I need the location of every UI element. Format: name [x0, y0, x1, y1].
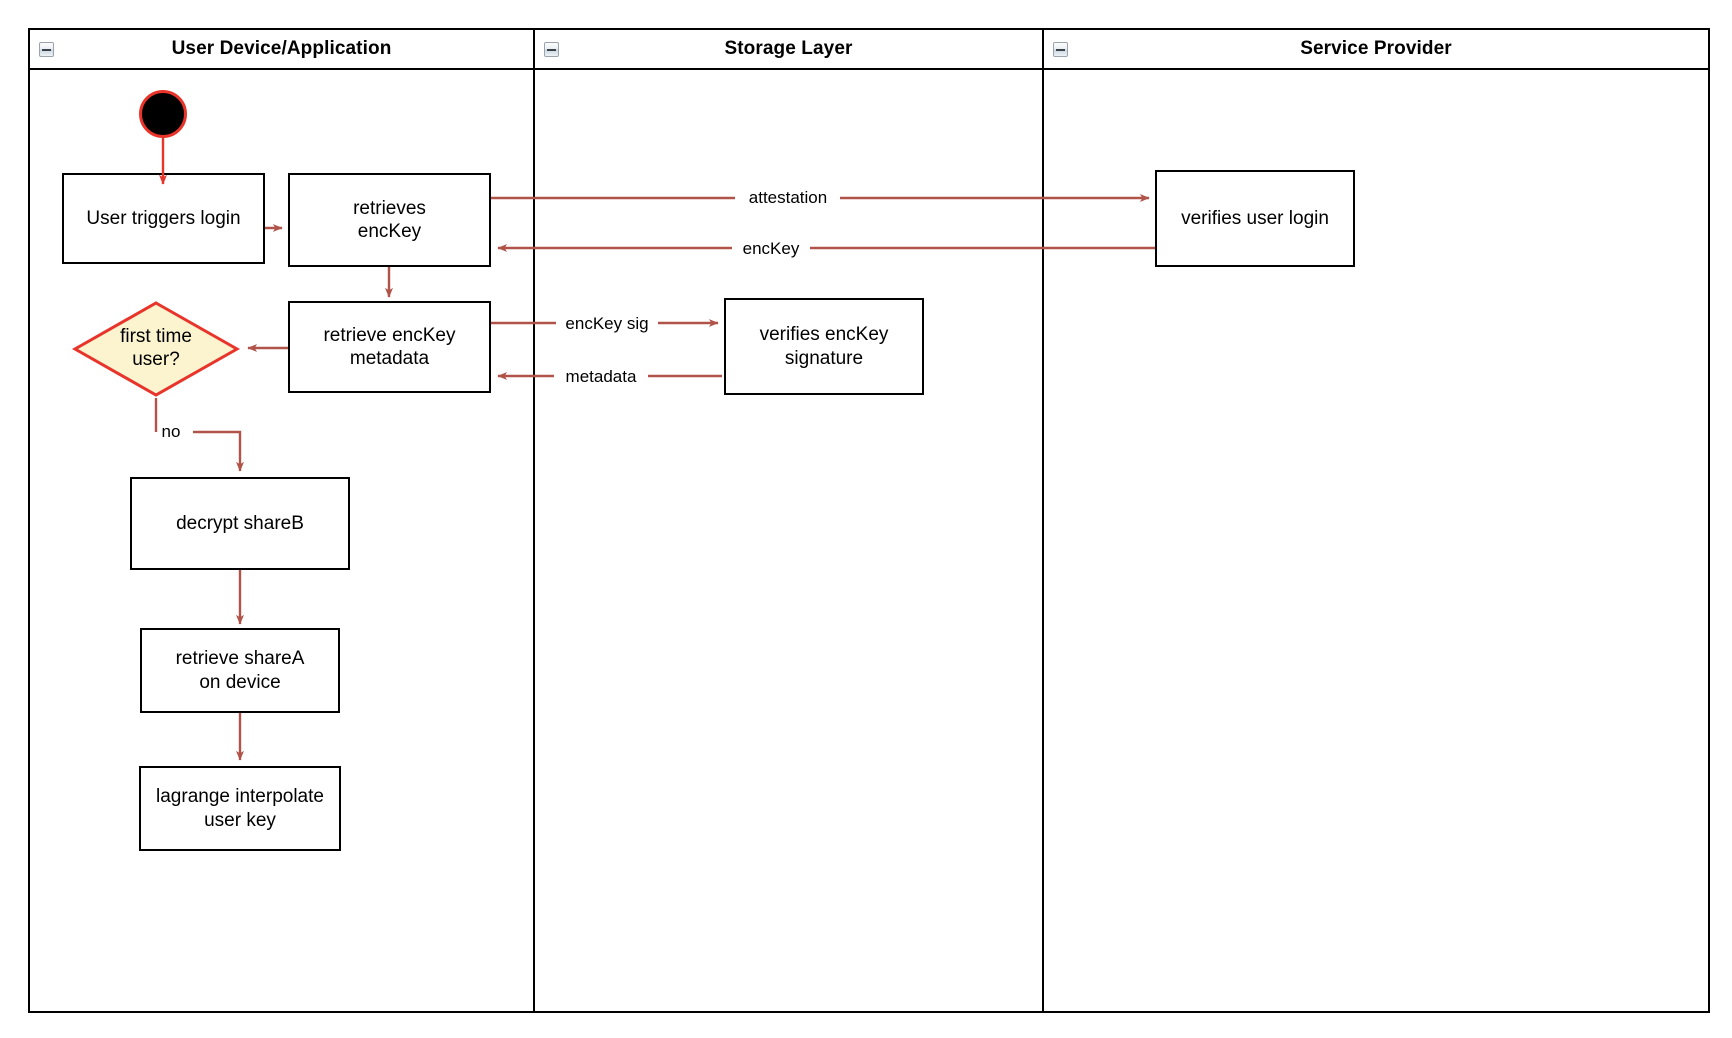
node-retrieves-enckey[interactable]: retrieves encKey — [288, 173, 491, 267]
lane-title-storage-layer: Storage Layer — [724, 38, 853, 59]
node-decrypt-shareb[interactable]: decrypt shareB — [130, 477, 350, 570]
collapse-minus-icon[interactable] — [544, 42, 559, 57]
decision-label: first time user? — [120, 326, 192, 370]
edge-label-no: no — [158, 422, 184, 442]
node-lagrange-interpolate[interactable]: lagrange interpolate user key — [139, 766, 341, 851]
collapse-minus-icon[interactable] — [39, 42, 54, 57]
node-retrieve-enckey-metadata[interactable]: retrieve encKey metadata — [288, 301, 491, 393]
node-user-triggers-login[interactable]: User triggers login — [62, 173, 265, 264]
lane-header-storage-layer: Storage Layer — [535, 30, 1042, 70]
lane-storage-layer: Storage Layer — [533, 30, 1042, 1011]
node-verifies-user-login[interactable]: verifies user login — [1155, 170, 1355, 267]
start-node — [139, 90, 187, 138]
node-verifies-enckey-signature[interactable]: verifies encKey signature — [724, 298, 924, 395]
node-retrieve-sharea[interactable]: retrieve shareA on device — [140, 628, 340, 713]
edge-label-attestation: attestation — [745, 188, 831, 208]
lane-header-user-device: User Device/Application — [30, 30, 533, 70]
node-first-time-user[interactable]: first time user? — [72, 300, 240, 398]
edge-label-enckey-sig: encKey sig — [562, 314, 652, 334]
edge-label-metadata: metadata — [562, 367, 640, 387]
decision-diamond-shape — [72, 301, 240, 397]
lane-title-service-provider: Service Provider — [1300, 38, 1452, 59]
lane-header-service-provider: Service Provider — [1044, 30, 1708, 70]
edge-label-enckey: encKey — [739, 239, 803, 259]
collapse-minus-icon[interactable] — [1053, 42, 1068, 57]
lane-user-device: User Device/Application — [30, 30, 533, 1011]
lane-service-provider: Service Provider — [1042, 30, 1708, 1011]
lane-title-user-device: User Device/Application — [171, 38, 392, 59]
